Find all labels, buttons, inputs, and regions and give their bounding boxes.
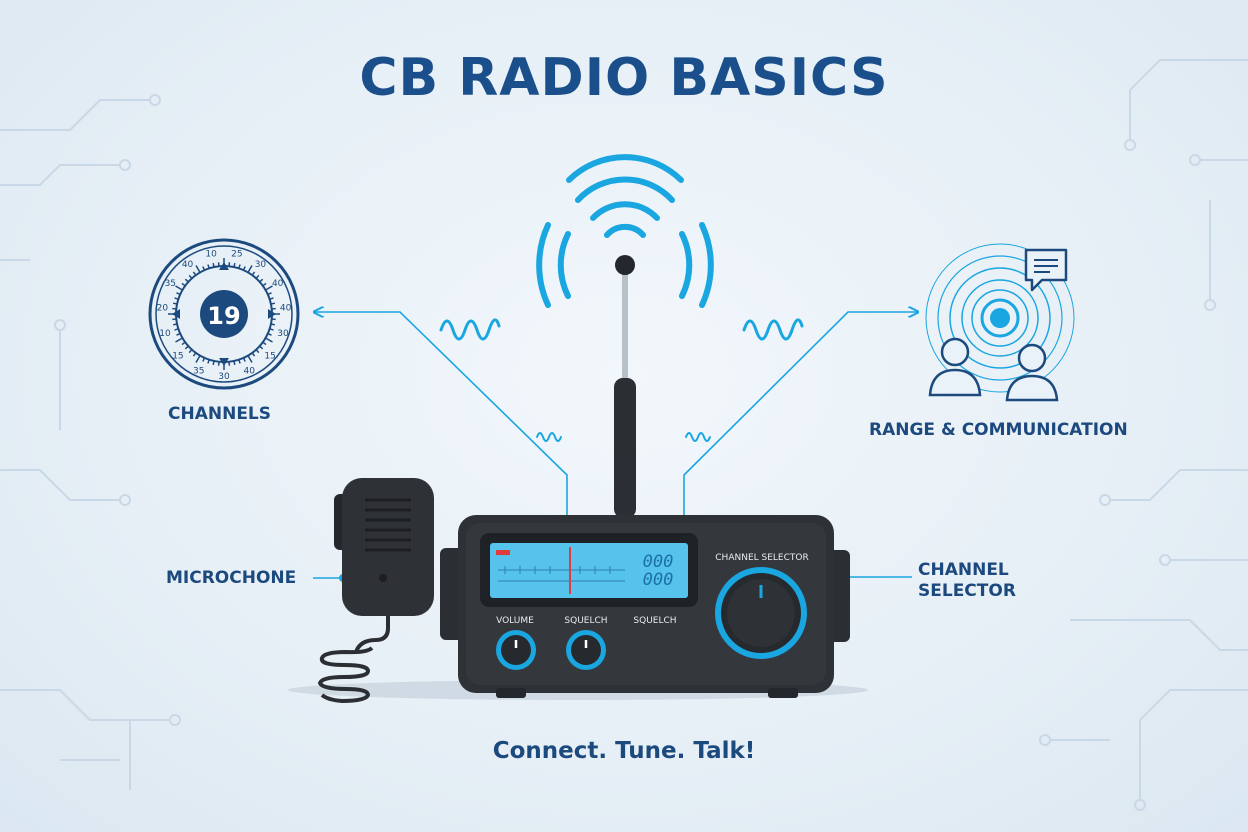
dial-number: 40 bbox=[243, 367, 255, 377]
dial-tick bbox=[270, 302, 276, 305]
dial-tick bbox=[251, 271, 256, 276]
squelch-label-secondary: SQUELCH bbox=[633, 616, 676, 626]
channel-selector-knob[interactable] bbox=[715, 567, 807, 659]
dial-tick bbox=[255, 274, 260, 279]
dial-tick bbox=[172, 323, 178, 326]
antenna-whip bbox=[622, 272, 628, 382]
dial-tick bbox=[255, 349, 260, 354]
dial-tick bbox=[195, 265, 201, 273]
microphone-icon bbox=[317, 478, 434, 704]
channels-label: CHANNELS bbox=[168, 404, 272, 424]
dial-tick bbox=[207, 264, 210, 269]
dial-tick bbox=[233, 262, 236, 268]
dial-tick bbox=[251, 352, 256, 357]
dial-tick bbox=[192, 271, 197, 276]
range-communication-label: RANGE & COMMUNICATION bbox=[869, 420, 1128, 440]
dial-number: 35 bbox=[165, 279, 176, 289]
person-icon bbox=[928, 337, 982, 397]
antenna-tip bbox=[615, 255, 635, 275]
dial-tick bbox=[181, 341, 186, 346]
dial-tick bbox=[269, 328, 274, 331]
dial-tick bbox=[233, 360, 236, 366]
dial-tick bbox=[174, 297, 179, 300]
dial-tick bbox=[242, 266, 246, 271]
display-digits-bottom: 000 bbox=[643, 570, 674, 590]
dial-tick bbox=[267, 292, 272, 296]
dial-number: 20 bbox=[157, 304, 169, 314]
dial-tick bbox=[247, 265, 253, 273]
dial-tick bbox=[202, 357, 206, 362]
dial-tick bbox=[181, 282, 186, 287]
channel-selector-label: CHANNEL SELECTOR bbox=[918, 560, 1016, 602]
dial-tick bbox=[262, 282, 267, 287]
dial-tick bbox=[262, 341, 267, 346]
dial-tick bbox=[238, 264, 241, 269]
tx-indicator bbox=[496, 550, 510, 555]
dial-number: 10 bbox=[205, 249, 217, 259]
range-communication-icon bbox=[925, 243, 1075, 393]
dial-tick bbox=[265, 337, 273, 343]
dial-number: 40 bbox=[280, 304, 292, 314]
dial-number: 40 bbox=[182, 260, 194, 270]
dial-number: 15 bbox=[172, 351, 183, 361]
dial-tick bbox=[192, 352, 197, 357]
dial-number: 10 bbox=[159, 329, 171, 339]
person-icon bbox=[1005, 343, 1059, 402]
dial-number: 15 bbox=[264, 351, 275, 361]
dial-channel-number: 19 bbox=[207, 302, 240, 330]
connector-lines bbox=[313, 312, 917, 579]
dial-tick bbox=[175, 285, 183, 291]
channel-dial-icon: 19 25 30 40 40 30 15 40 30 35 15 10 20 35 40 10 bbox=[148, 238, 300, 390]
dial-tick bbox=[172, 302, 178, 305]
volume-knob[interactable] bbox=[496, 630, 536, 670]
tagline: Connect. Tune. Talk! bbox=[492, 738, 756, 764]
channel-selector-label-line1: CHANNEL bbox=[918, 560, 1009, 580]
dial-tick bbox=[175, 337, 183, 343]
dial-number: 40 bbox=[272, 279, 284, 289]
dial-number: 35 bbox=[193, 367, 204, 377]
dial-tick bbox=[202, 266, 206, 271]
dial-tick bbox=[238, 359, 241, 364]
dial-number: 30 bbox=[218, 372, 230, 382]
dial-tick bbox=[265, 285, 273, 291]
dial-tick bbox=[188, 274, 193, 279]
dial-tick bbox=[184, 278, 189, 283]
dial-tick bbox=[195, 355, 201, 363]
dial-tick bbox=[212, 360, 215, 366]
dial-number: 30 bbox=[255, 260, 267, 270]
dial-tick bbox=[247, 355, 253, 363]
channel-selector-label-line2: SELECTOR bbox=[918, 581, 1016, 601]
dial-tick bbox=[176, 332, 181, 336]
dial-tick bbox=[184, 345, 189, 350]
dial-tick bbox=[188, 349, 193, 354]
volume-label: VOLUME bbox=[496, 616, 534, 626]
radio-waves-icon bbox=[536, 154, 714, 308]
dial-tick bbox=[267, 332, 272, 336]
signal-squiggles bbox=[439, 318, 804, 442]
dial-tick bbox=[212, 262, 215, 268]
squelch-label: SQUELCH bbox=[564, 616, 607, 626]
chat-bubble-icon bbox=[1024, 248, 1068, 292]
dial-number: 30 bbox=[277, 329, 289, 339]
dial-tick bbox=[259, 278, 264, 283]
display-digits-top: 000 bbox=[643, 552, 674, 572]
page-title: CB RADIO BASICS bbox=[359, 48, 889, 108]
dial-tick bbox=[176, 292, 181, 296]
microphone-label: MICROCHONE bbox=[166, 568, 297, 588]
dial-tick bbox=[242, 357, 246, 362]
dial-tick bbox=[259, 345, 264, 350]
dial-tick bbox=[270, 323, 276, 326]
dial-number: 25 bbox=[231, 249, 242, 259]
dial-tick bbox=[174, 328, 179, 331]
squelch-knob[interactable] bbox=[566, 630, 606, 670]
antenna-base bbox=[614, 378, 636, 518]
channel-selector-panel-label: CHANNEL SELECTOR bbox=[715, 553, 808, 563]
dial-tick bbox=[269, 297, 274, 300]
dial-tick bbox=[207, 359, 210, 364]
